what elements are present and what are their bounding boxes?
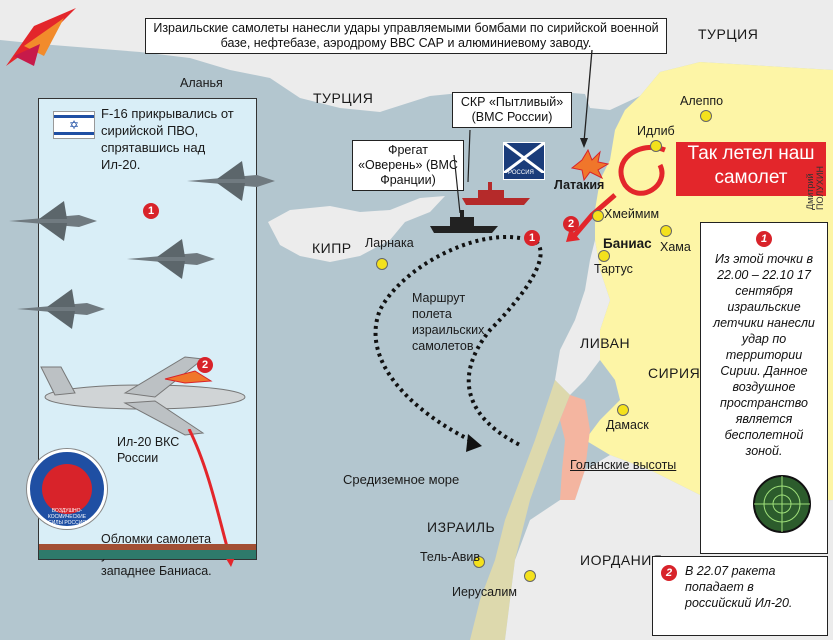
route-line-b [373,235,521,442]
badge-point-2: 2 [563,216,579,232]
sea-floor [39,544,256,559]
city-tartus: Тартус [594,262,633,276]
city-dot-hama [660,225,672,237]
country-cyprus: КИПР [312,240,352,256]
ship-pytlivy-label: СКР «Пытливый» (ВМС России) [452,92,572,128]
city-damascus: Дамаск [606,418,649,432]
ship-auvergne-label: Фрегат «Оверень» (ВМС Франции) [352,140,464,191]
auvergne-pointer [453,155,461,214]
brand-bird-logo [6,8,76,66]
note2-text: В 22.07 ракета попадает в российский Ил-… [685,564,793,610]
city-dot-tel-aviv [473,556,485,568]
note-point-1: 1 Из этой точки в 22.00 – 22.10 17 сентя… [700,222,828,554]
country-turkey-east: ТУРЦИЯ [698,26,759,42]
city-alanya: Аланья [180,76,223,90]
city-dot-larnaka [376,258,388,270]
city-larnaka: Ларнака [365,236,414,250]
navy-flag-label: РОССИЯ [508,170,534,176]
pytlivy-pointer [467,130,471,183]
badge-point-1: 1 [524,230,540,246]
golan-land [560,395,590,500]
city-dot-aleppo [700,110,712,122]
note-point-2: 2 В 22.07 ракета попадает в российский И… [652,556,828,636]
lebanon-land [555,240,610,395]
navy-flag-icon: РОССИЯ [503,142,545,180]
region-sea: Средиземное море [343,472,460,487]
city-banias: Баниас [603,236,652,251]
country-jordan: ИОРДАНИЯ [580,552,663,568]
our-plane-label: Так летел наш самолет [676,142,826,196]
f16-jet-icon [17,289,105,329]
vks-emblem-icon: ВОЗДУШНО-КОСМИЧЕСКИЕ СИЛЫ РОССИЯ [27,449,107,529]
country-lebanon: ЛИВАН [580,335,631,351]
note1-badge: 1 [756,231,772,247]
city-aleppo: Алеппо [680,94,724,108]
city-dot-idlib [650,140,662,152]
note1-text: Из этой точки в 22.00 – 22.10 17 сентябр… [713,252,815,458]
radar-icon [753,475,811,533]
country-syria: СИРИЯ [648,365,701,381]
country-israel: ИЗРАИЛЬ [427,519,496,535]
region-golan: Голанские высоты [570,458,677,472]
city-idlib: Идлиб [637,124,675,138]
city-jerusalem: Иерусалим [452,585,517,599]
badge-panel-1: 1 [143,203,159,219]
israeli-route-label: Маршрут полета израильских самолетов [412,291,485,353]
vks-emblem-text: ВОЗДУШНО-КОСМИЧЕСКИЕ СИЛЫ РОССИЯ [47,508,87,526]
incident-panel: ✡ F-16 прикрывались от сирийской ПВО, сп… [9,98,275,578]
strike-callout: Израильские самолеты нанесли удары управ… [145,18,667,54]
country-turkey-west: ТУРЦИЯ [313,90,374,106]
f16-description: F-16 прикрывались от сирийской ПВО, спря… [101,106,234,172]
f16-jet-icon [9,201,97,241]
city-dot-jerusalem [524,570,536,582]
israel-flag-icon: ✡ [53,111,95,139]
city-dot-tartus [598,250,610,262]
callout-pointer [580,50,593,148]
author-credit: Дмитрий ПОЛУХИН [805,166,825,210]
explosion-latakia [570,148,610,182]
city-hama: Хама [660,240,691,254]
plane-loop [618,144,666,196]
city-khmeimim: Хмеймим [604,207,660,221]
city-dot-khmeimim [592,210,604,222]
israel-land [470,380,570,640]
note2-badge: 2 [661,565,677,581]
ship-auvergne-icon [430,210,498,233]
il20-description: Ил-20 ВКС России [117,435,180,465]
city-tel-aviv: Тель-Авив [420,550,481,564]
city-latakia: Латакия [554,178,605,192]
route-line-a [466,236,543,447]
f16-jet-icon [187,161,275,201]
il20-plane-icon [40,356,246,436]
badge-panel-2: 2 [197,357,213,373]
cyprus-land [268,196,445,262]
route-arrow [466,434,482,452]
ship-pytlivy-icon [462,182,530,205]
city-dot-damascus [617,404,629,416]
f16-jet-icon [127,239,215,279]
